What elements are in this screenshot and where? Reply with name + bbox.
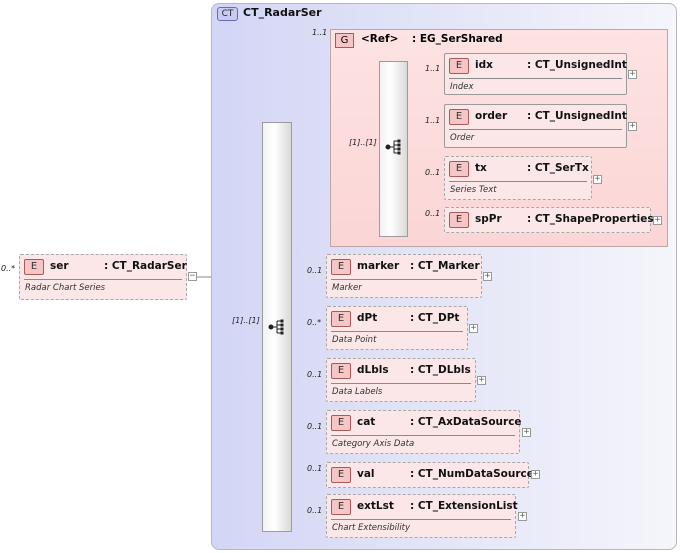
element-name: extLst xyxy=(357,500,394,512)
element-spPr[interactable]: E spPr : CT_ShapeProperties xyxy=(444,207,654,233)
element-type: : CT_AxDataSource xyxy=(410,416,522,428)
element-val[interactable]: E val : CT_NumDataSource xyxy=(326,462,534,488)
divider xyxy=(449,181,587,182)
element-badge: E xyxy=(331,363,351,379)
element-idx[interactable]: E idx : CT_UnsignedInt Index xyxy=(444,53,627,95)
main-sequence-multiplicity: [1]..[1] xyxy=(232,316,260,325)
divider xyxy=(449,78,622,79)
element-type: : CT_SerTx xyxy=(527,162,589,174)
group-sequence-multiplicity: [1]..[1] xyxy=(349,138,377,147)
element-badge: E xyxy=(449,161,469,177)
divider xyxy=(331,279,477,280)
expand-button[interactable]: + xyxy=(628,121,637,131)
element-type: : CT_DLbls xyxy=(410,364,471,376)
expand-button[interactable]: + xyxy=(531,469,540,479)
divider xyxy=(331,383,471,384)
element-badge: E xyxy=(449,58,469,74)
element-type: : CT_NumDataSource xyxy=(410,468,534,480)
element-badge: E xyxy=(331,259,351,275)
multiplicity-dPt: 0..* xyxy=(307,318,322,327)
element-type: : CT_ShapeProperties xyxy=(527,213,654,225)
element-marker[interactable]: E marker : CT_Marker Marker xyxy=(326,254,482,298)
root-multiplicity: 0..* xyxy=(1,264,16,273)
element-description: Radar Chart Series xyxy=(25,283,106,293)
expand-button[interactable]: + xyxy=(628,69,637,79)
multiplicity-order: 1..1 xyxy=(425,116,441,125)
expand-button[interactable]: + xyxy=(653,215,662,225)
complex-type-badge: CT xyxy=(217,7,238,21)
element-dLbls[interactable]: E dLbls : CT_DLbls Data Labels xyxy=(326,358,476,402)
element-type: : CT_UnsignedInt xyxy=(527,59,627,71)
element-name: tx xyxy=(475,162,487,174)
element-description: Series Text xyxy=(450,185,497,195)
element-name: spPr xyxy=(475,213,502,225)
element-description: Category Axis Data xyxy=(332,439,415,449)
element-cat[interactable]: E cat : CT_AxDataSource Category Axis Da… xyxy=(326,410,522,454)
expand-button[interactable]: + xyxy=(469,323,478,333)
element-description: Marker xyxy=(332,283,362,293)
element-extLst[interactable]: E extLst : CT_ExtensionList Chart Extens… xyxy=(326,494,518,538)
multiplicity-idx: 1..1 xyxy=(425,64,441,73)
element-description: Data Point xyxy=(332,335,377,345)
element-dPt[interactable]: E dPt : CT_DPt Data Point xyxy=(326,306,468,350)
element-name: cat xyxy=(357,416,376,428)
divider xyxy=(24,279,182,280)
element-order[interactable]: E order : CT_UnsignedInt Order xyxy=(444,104,627,148)
element-type: : CT_Marker xyxy=(410,260,480,272)
sequence-icon xyxy=(385,139,401,155)
ref-type: : EG_SerShared xyxy=(412,33,503,45)
multiplicity-spPr: 0..1 xyxy=(425,209,441,218)
element-badge: E xyxy=(331,415,351,431)
element-tx[interactable]: E tx : CT_SerTx Series Text xyxy=(444,156,592,200)
element-badge: E xyxy=(331,499,351,515)
multiplicity-dLbls: 0..1 xyxy=(307,370,323,379)
multiplicity-cat: 0..1 xyxy=(307,422,323,431)
expand-button[interactable]: + xyxy=(518,511,527,521)
element-type: : CT_UnsignedInt xyxy=(527,110,627,122)
multiplicity-marker: 0..1 xyxy=(307,266,323,275)
expand-button[interactable]: + xyxy=(483,271,492,281)
element-description: Data Labels xyxy=(332,387,383,397)
element-badge: E xyxy=(331,311,351,327)
element-name: dPt xyxy=(357,312,378,324)
group-multiplicity: 1..1 xyxy=(312,28,328,37)
element-description: Order xyxy=(450,133,475,143)
element-badge: E xyxy=(449,212,469,228)
divider xyxy=(449,129,622,130)
sequence-icon xyxy=(268,319,284,335)
collapse-button[interactable]: − xyxy=(188,271,197,281)
element-name: dLbls xyxy=(357,364,389,376)
multiplicity-val: 0..1 xyxy=(307,464,323,473)
group-badge: G xyxy=(335,33,354,48)
element-name: val xyxy=(357,468,375,480)
ref-label: <Ref> xyxy=(361,33,399,45)
multiplicity-tx: 0..1 xyxy=(425,168,441,177)
expand-button[interactable]: + xyxy=(593,174,602,184)
divider xyxy=(331,435,515,436)
divider xyxy=(331,331,463,332)
element-badge: E xyxy=(449,109,469,125)
element-name: order xyxy=(475,110,508,122)
element-type: : CT_ExtensionList xyxy=(410,500,518,512)
element-type: : CT_DPt xyxy=(410,312,460,324)
element-name: marker xyxy=(357,260,400,272)
element-badge: E xyxy=(331,467,351,483)
divider xyxy=(331,519,511,520)
element-name: idx xyxy=(475,59,493,71)
element-badge: E xyxy=(24,259,44,275)
element-type: : CT_RadarSer xyxy=(104,260,187,272)
element-description: Chart Extensibility xyxy=(332,523,411,533)
complex-type-title: CT_RadarSer xyxy=(243,6,322,19)
root-element-ser[interactable]: E ser : CT_RadarSer Radar Chart Series xyxy=(19,254,187,300)
multiplicity-extLst: 0..1 xyxy=(307,506,323,515)
expand-button[interactable]: + xyxy=(477,375,486,385)
expand-button[interactable]: + xyxy=(522,427,531,437)
element-description: Index xyxy=(450,82,474,92)
element-name: ser xyxy=(50,260,69,272)
